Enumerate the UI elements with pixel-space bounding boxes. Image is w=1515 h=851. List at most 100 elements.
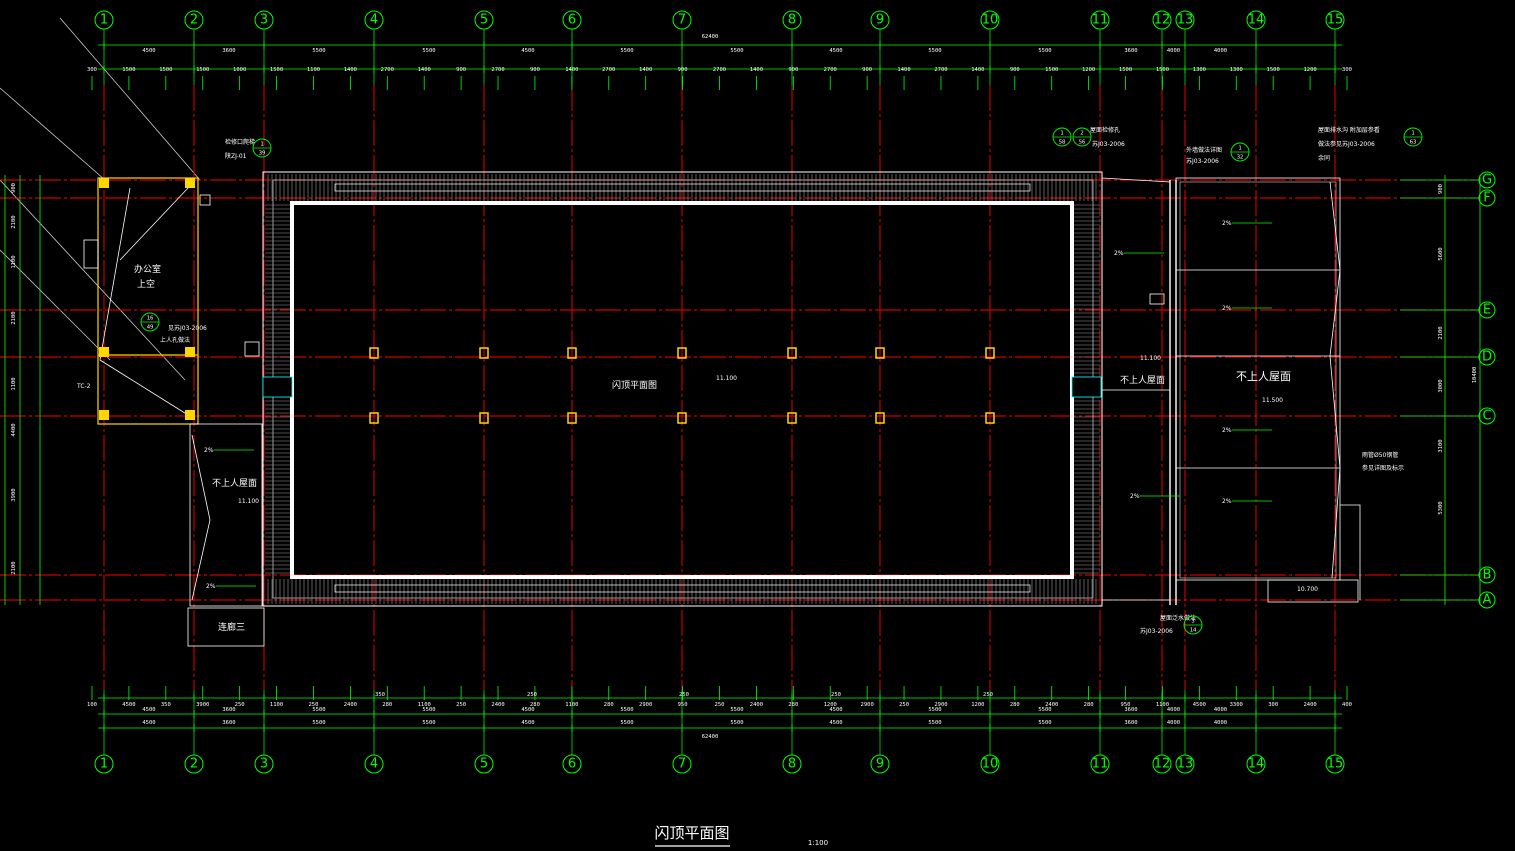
gutter-south xyxy=(334,584,1031,593)
svg-text:6: 6 xyxy=(568,757,576,772)
column-marker xyxy=(875,412,885,424)
label-office: 办公室 xyxy=(134,263,161,275)
svg-text:2%: 2% xyxy=(1222,220,1232,227)
detail-bubble-3: 139 xyxy=(252,138,272,158)
axis-bubble-A: A xyxy=(1400,591,1496,609)
svg-text:9: 9 xyxy=(876,13,884,28)
axis-bubble-1-bottom: 1 xyxy=(94,690,114,774)
note-4: 屋面排水沟 附加层参看 xyxy=(1318,126,1380,134)
axis-bubbles: 1122334455667788991010111112121313141415… xyxy=(94,10,1496,774)
axis-bubble-11-top: 11 xyxy=(1090,10,1110,85)
svg-text:2: 2 xyxy=(1080,131,1083,137)
svg-text:16: 16 xyxy=(147,316,154,322)
diagonal-leaders xyxy=(0,17,201,381)
svg-text:8: 8 xyxy=(788,757,796,772)
svg-text:1: 1 xyxy=(1411,131,1414,137)
dim-top2-2: 1500 xyxy=(159,67,172,73)
note-7-sub: 苏J03-2006 xyxy=(1186,157,1219,165)
dim-bot1-3: 5500 xyxy=(422,707,435,713)
dim-top2-20: 2700 xyxy=(824,67,837,73)
svg-text:2%: 2% xyxy=(204,447,214,454)
label-nonaccess-right-level: 11.500 xyxy=(1262,397,1283,404)
svg-text:58: 58 xyxy=(1059,140,1066,146)
dim-top2-15: 1400 xyxy=(639,67,652,73)
svg-text:1: 1 xyxy=(100,757,108,772)
dim-top2-10: 900 xyxy=(456,67,466,73)
dim-right-1: 5600 xyxy=(1438,247,1444,260)
note-6-sub: 苏J03-2006 xyxy=(1140,627,1173,635)
dim-bot2-15: 2900 xyxy=(639,702,652,708)
svg-text:A: A xyxy=(1483,593,1492,608)
dim-bot1-7: 4500 xyxy=(829,707,842,713)
dim-bot2-19: 280 xyxy=(788,702,798,708)
label-nonaccess-mid-level: 11.100 xyxy=(1140,355,1161,362)
dim-botmid-4: 250 xyxy=(983,692,993,698)
dim-top2-9: 1400 xyxy=(418,67,431,73)
svg-text:12: 12 xyxy=(1154,13,1171,28)
dim-top1-7: 4500 xyxy=(829,48,842,54)
detail-bubble-0: 158 xyxy=(1052,127,1072,147)
axis-bubble-F: F xyxy=(1400,189,1496,207)
svg-text:4: 4 xyxy=(370,757,378,772)
svg-text:9: 9 xyxy=(876,757,884,772)
svg-text:1: 1 xyxy=(100,13,108,28)
dim-top2-22: 1400 xyxy=(897,67,910,73)
dim-top2-32: 1500 xyxy=(1267,67,1280,73)
dim-bot2-11: 2400 xyxy=(491,702,504,708)
label-main-roof: 闪顶平面图 xyxy=(612,380,657,391)
dim-bot2-30: 4500 xyxy=(1193,702,1206,708)
dim-bot1b-6: 5500 xyxy=(730,720,743,726)
label-office-sub: 上空 xyxy=(137,278,155,290)
dim-bot1-12: 4000 xyxy=(1214,707,1227,713)
column-marker xyxy=(677,347,687,359)
dim-top2-12: 900 xyxy=(530,67,540,73)
axis-bubble-10-top: 10 xyxy=(980,10,1000,85)
parapet xyxy=(262,171,1103,607)
office-annex xyxy=(83,177,265,647)
dim-bot2-24: 1200 xyxy=(971,702,984,708)
dim-bot2-22: 250 xyxy=(899,702,909,708)
dim-bot1b-10: 3600 xyxy=(1124,720,1137,726)
dim-top2-27: 1200 xyxy=(1082,67,1095,73)
axis-bubble-E: E xyxy=(1400,301,1496,319)
dim-bot2-29: 1100 xyxy=(1156,702,1169,708)
axis-bubble-9-top: 9 xyxy=(870,10,890,85)
axis-bubble-9-bottom: 9 xyxy=(870,690,890,774)
dim-right-5: 5300 xyxy=(1438,501,1444,514)
dim-bot2-33: 2400 xyxy=(1303,702,1316,708)
annex-column xyxy=(99,347,109,357)
annex-column xyxy=(99,178,109,188)
dim-bot1-4: 4500 xyxy=(521,707,534,713)
slope-mark-0: 2% xyxy=(1222,220,1272,227)
axis-bubble-3-top: 3 xyxy=(254,10,274,85)
axis-bubble-3-bottom: 3 xyxy=(254,690,274,774)
svg-text:56: 56 xyxy=(1079,140,1086,146)
note-1-sub: 陕ZJ-01 xyxy=(225,152,247,160)
dim-top2-6: 1100 xyxy=(307,67,320,73)
dim-bot2-18: 2400 xyxy=(750,702,763,708)
dim-top2-0: 300 xyxy=(87,67,97,73)
annex-column xyxy=(185,178,195,188)
dim-left-7: 2100 xyxy=(11,561,17,574)
svg-text:5: 5 xyxy=(480,13,488,28)
dim-bot1-2: 5500 xyxy=(312,707,325,713)
svg-text:5: 5 xyxy=(480,757,488,772)
dim-bot1b-11: 4000 xyxy=(1167,720,1180,726)
drawing-title: 闪顶平面图 xyxy=(654,824,729,842)
svg-text:39: 39 xyxy=(259,151,266,157)
dim-right-4: 3100 xyxy=(1438,439,1444,452)
svg-text:15: 15 xyxy=(1327,13,1344,28)
drawing-scale: 1:100 xyxy=(808,839,828,847)
note-5-sub: 参见详图及标示 xyxy=(1362,464,1404,472)
axis-bubble-5-top: 5 xyxy=(474,10,494,85)
dim-bot1b-0: 4500 xyxy=(142,720,155,726)
axis-bubble-5-bottom: 5 xyxy=(474,690,494,774)
column-marker xyxy=(875,347,885,359)
axis-bubble-15-bottom: 15 xyxy=(1325,690,1345,774)
dim-left-6: 3900 xyxy=(11,488,17,501)
overall-dimension-top: 62400 xyxy=(702,34,719,40)
dim-bot1-10: 3600 xyxy=(1124,707,1137,713)
svg-text:3: 3 xyxy=(1191,619,1194,625)
dim-bot1b-5: 5500 xyxy=(620,720,633,726)
dim-left-3: 2100 xyxy=(11,311,17,324)
